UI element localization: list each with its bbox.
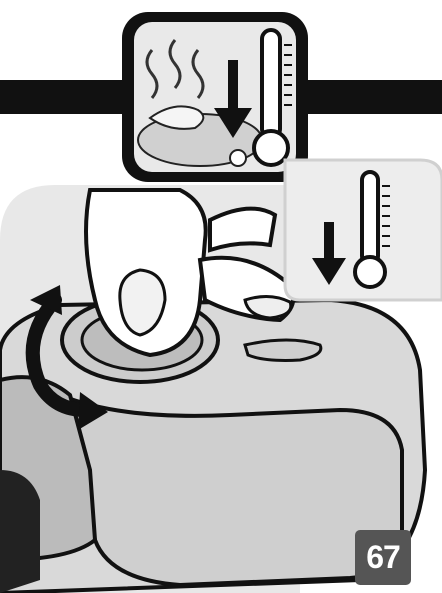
page-number: 67 — [366, 539, 400, 576]
temperature-down-icon — [285, 160, 442, 300]
steam-temperature-down-icon — [122, 12, 308, 182]
page-number-badge: 67 — [355, 530, 411, 585]
